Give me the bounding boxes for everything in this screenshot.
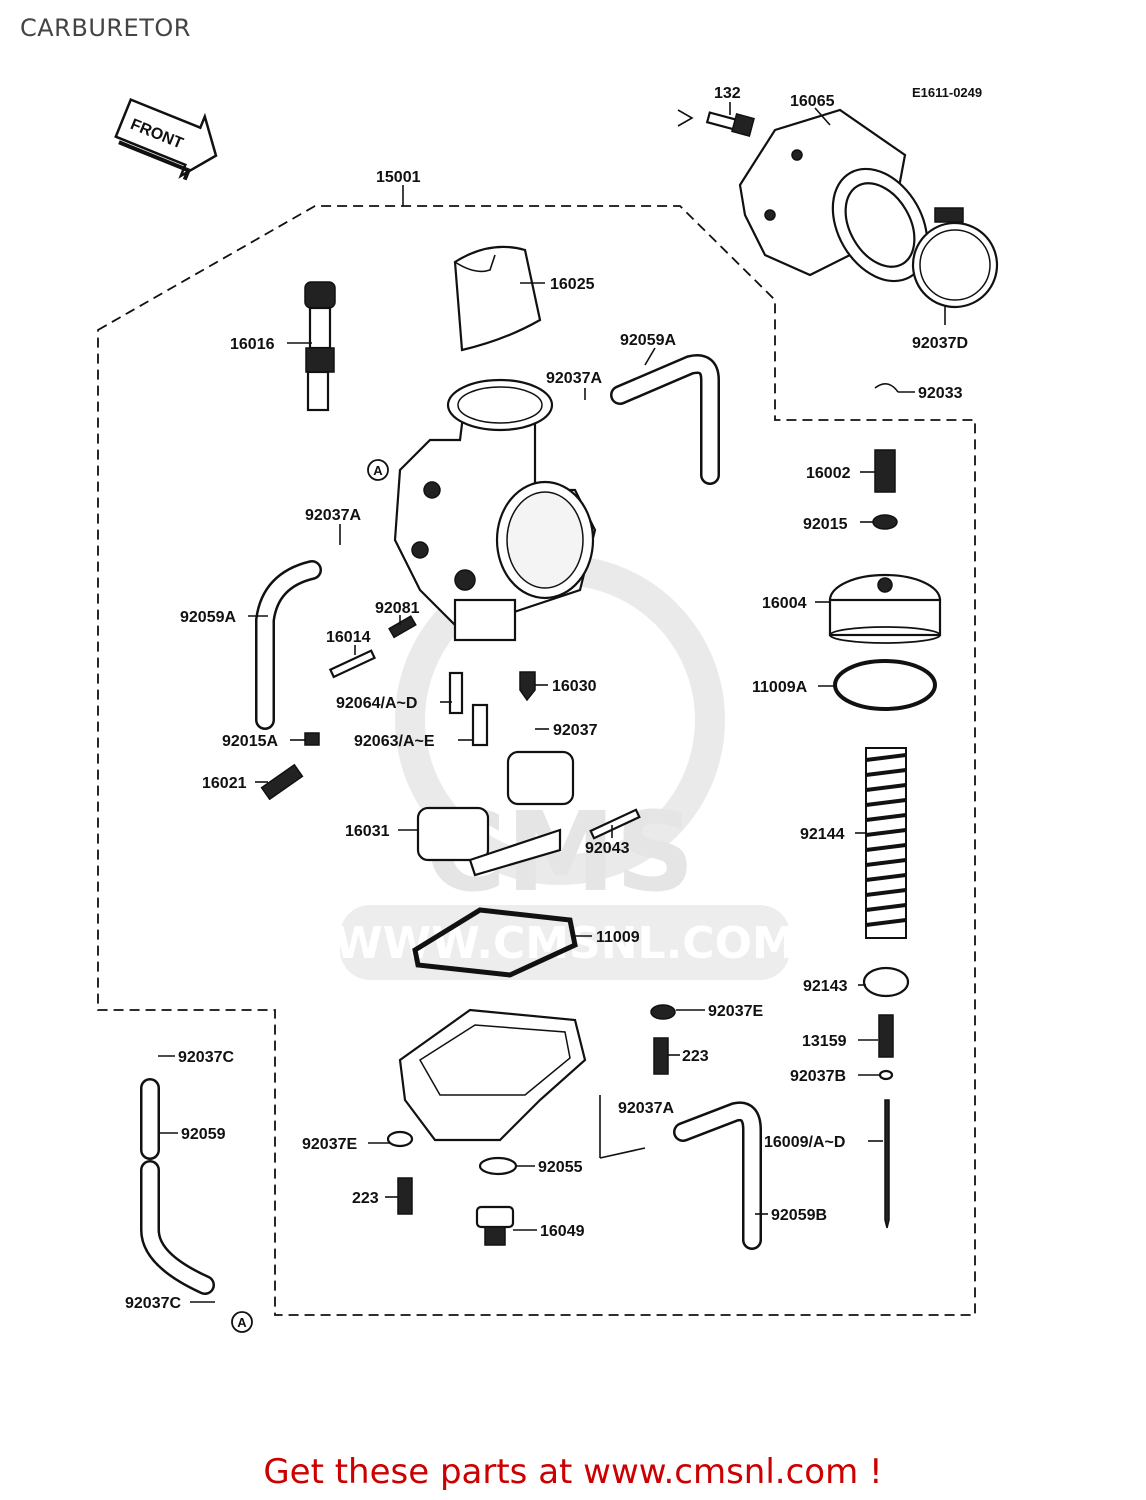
svg-text:A: A bbox=[373, 463, 383, 478]
needle-valve-16030-icon bbox=[519, 671, 536, 702]
label-16030: 16030 bbox=[552, 678, 597, 695]
label-92037C-bottom: 92037C bbox=[125, 1295, 181, 1312]
clip-92037B-icon bbox=[878, 1069, 894, 1081]
svg-text:A: A bbox=[237, 1315, 247, 1330]
screw-92081-icon bbox=[388, 615, 417, 639]
label-11009A: 11009A bbox=[752, 679, 808, 696]
jet-92063-icon bbox=[471, 703, 489, 747]
nut-92015-icon bbox=[872, 514, 898, 530]
plug-16049-icon bbox=[475, 1205, 515, 1246]
label-16009: 16009/A~D bbox=[764, 1134, 845, 1151]
label-11009: 11009 bbox=[596, 929, 640, 946]
label-92037A-mid: 92037A bbox=[305, 507, 361, 524]
screw-16014-icon bbox=[328, 649, 376, 679]
label-92043: 92043 bbox=[585, 840, 630, 857]
ref-marker-a-bottom: A bbox=[231, 1311, 253, 1333]
washer-92015A-icon bbox=[304, 732, 320, 746]
clip-holder-13159-icon bbox=[878, 1014, 894, 1058]
screw-16021-icon bbox=[260, 763, 304, 801]
label-223-left: 223 bbox=[352, 1190, 379, 1207]
label-92055: 92055 bbox=[538, 1159, 583, 1176]
label-16049: 16049 bbox=[540, 1223, 585, 1240]
label-132: 132 bbox=[714, 85, 741, 102]
bolt-132-icon bbox=[677, 109, 755, 137]
jet-92064-icon bbox=[448, 671, 464, 715]
watermark-url: WWW.CMSNL.COM bbox=[334, 918, 796, 969]
cap-16004-icon bbox=[828, 573, 942, 644]
label-16021: 16021 bbox=[202, 775, 247, 792]
label-92037A-low: 92037A bbox=[618, 1100, 674, 1117]
assembly-outline bbox=[97, 205, 976, 1316]
starter-plunger-icon bbox=[304, 281, 336, 412]
label-92037D: 92037D bbox=[912, 335, 968, 352]
screw-223-right-icon bbox=[653, 1037, 669, 1075]
label-15001: 15001 bbox=[376, 169, 421, 186]
clamp-92037D-icon bbox=[911, 207, 999, 309]
label-92033: 92033 bbox=[918, 385, 963, 402]
clip-92037E-right-icon bbox=[650, 1004, 676, 1020]
label-16025: 16025 bbox=[550, 276, 595, 293]
label-92143: 92143 bbox=[803, 978, 848, 995]
carburetor-body-icon bbox=[393, 378, 597, 642]
label-92037E-right: 92037E bbox=[708, 1003, 763, 1020]
parts-diagram: CMS WWW.CMSNL.COM FRONT E1611-0249 bbox=[97, 85, 999, 1333]
float-16031-icon bbox=[416, 750, 641, 877]
clip-92037E-left-icon bbox=[386, 1130, 414, 1148]
clip-92033-icon bbox=[874, 383, 899, 393]
label-223-right: 223 bbox=[682, 1048, 709, 1065]
label-92015: 92015 bbox=[803, 516, 848, 533]
leader-lines bbox=[158, 102, 946, 1303]
label-92015A: 92015A bbox=[222, 733, 278, 750]
oring-92055-icon bbox=[478, 1156, 518, 1176]
label-92059B: 92059B bbox=[771, 1207, 827, 1224]
label-16031: 16031 bbox=[345, 823, 390, 840]
label-13159: 13159 bbox=[802, 1033, 847, 1050]
label-92059: 92059 bbox=[181, 1126, 226, 1143]
label-16002: 16002 bbox=[806, 465, 851, 482]
adjuster-16002-icon bbox=[874, 449, 896, 493]
label-92081: 92081 bbox=[375, 600, 420, 617]
seat-92143-icon bbox=[862, 966, 910, 998]
screw-223-left-icon bbox=[397, 1177, 413, 1215]
parts-cta-link[interactable]: Get these parts at www.cmsnl.com ! bbox=[263, 1452, 883, 1492]
label-92059A-top: 92059A bbox=[620, 332, 676, 349]
label-92037A-top: 92037A bbox=[546, 370, 602, 387]
ref-marker-a-top: A bbox=[367, 459, 389, 481]
label-92037: 92037 bbox=[553, 722, 598, 739]
label-16065: 16065 bbox=[790, 93, 835, 110]
label-92037B: 92037B bbox=[790, 1068, 846, 1085]
label-92063: 92063/A~E bbox=[354, 733, 435, 750]
gasket-11009-icon bbox=[412, 907, 578, 978]
float-bowl-icon bbox=[398, 1008, 587, 1142]
label-92064: 92064/A~D bbox=[336, 695, 417, 712]
label-16016: 16016 bbox=[230, 336, 275, 353]
jet-needle-16009-icon bbox=[884, 1099, 890, 1229]
label-92144: 92144 bbox=[800, 826, 845, 843]
label-16014: 16014 bbox=[326, 629, 371, 646]
page-title: CARBURETOR bbox=[20, 14, 191, 42]
diagram-code: E1611-0249 bbox=[912, 85, 982, 100]
front-arrow-icon: FRONT bbox=[114, 97, 218, 181]
label-92037C-top: 92037C bbox=[178, 1049, 234, 1066]
label-16004: 16004 bbox=[762, 595, 807, 612]
throttle-slide-icon bbox=[453, 245, 542, 352]
part-labels: 132 16065 15001 16025 16016 92059A 92037… bbox=[125, 85, 968, 1312]
label-92037E-left: 92037E bbox=[302, 1136, 357, 1153]
spring-92144-icon bbox=[865, 747, 907, 939]
oring-11009A-icon bbox=[833, 659, 937, 711]
intake-holder-icon bbox=[738, 108, 929, 283]
label-92059A-left: 92059A bbox=[180, 609, 236, 626]
